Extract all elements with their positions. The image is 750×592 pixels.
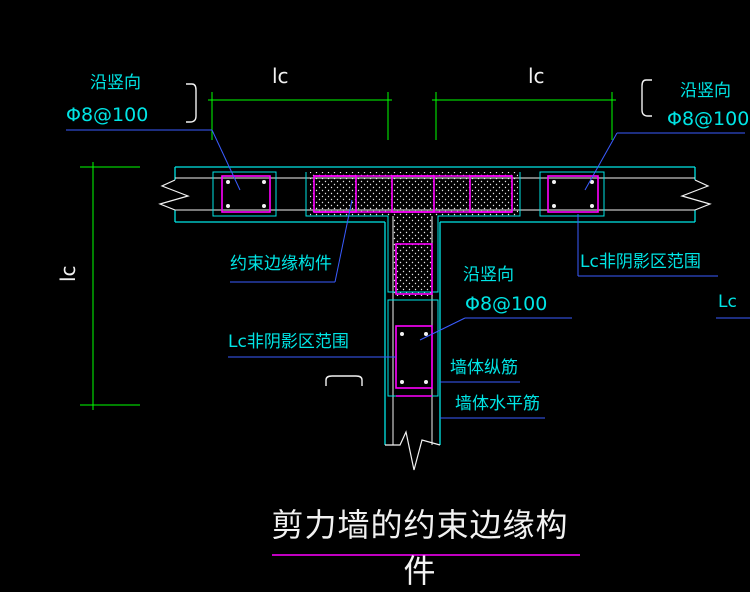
stirrups [221,175,599,397]
label-right-edge-fragment: Lc [718,292,737,312]
label-boundary-member: 约束边缘构件 [230,254,332,274]
dimension-label-lc-vertical: lc [56,265,80,282]
label-rebar-mid: Φ8@100 [465,293,548,315]
label-wall-vertical-bar: 墙体纵筋 [450,358,518,378]
break-lines [158,179,712,471]
horizontal-rebars [175,177,695,445]
label-wall-horizontal-bar: 墙体水平筋 [455,394,540,414]
label-along-vertical-left: 沿竖向 [90,73,141,93]
dimension-label-lc-top-right: lc [528,64,545,88]
label-along-vertical-right: 沿竖向 [680,81,731,101]
label-rebar-left: Φ8@100 [66,104,149,126]
hook-symbols [186,79,652,386]
label-non-shadow-right: Lc非阴影区范围 [580,252,701,272]
label-along-vertical-mid: 沿竖向 [463,265,514,285]
label-non-shadow-mid: Lc非阴影区范围 [228,332,349,352]
dimension-lines [80,92,616,410]
label-rebar-right: Φ8@100 [667,108,750,130]
leader-lines [66,129,750,419]
dimension-label-lc-top-left: lc [272,64,289,88]
shaded-region [310,172,518,296]
drawing-title: 剪力墙的约束边缘构件 [271,506,569,590]
rebar-dots [226,180,594,384]
